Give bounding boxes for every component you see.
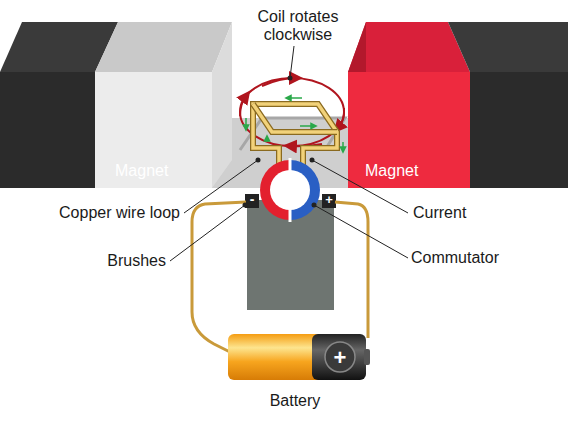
part-label: Commutator bbox=[411, 249, 531, 267]
leader-dot bbox=[243, 203, 248, 208]
part-label: Copper wire loop bbox=[20, 204, 180, 222]
rotation-arrow bbox=[338, 108, 344, 128]
leader-dot bbox=[310, 158, 315, 163]
left-magnet bbox=[0, 22, 232, 188]
part-label: Battery bbox=[240, 392, 350, 410]
polarity-sign: - bbox=[245, 190, 259, 208]
copper-wire-loop bbox=[253, 104, 337, 166]
commutator bbox=[260, 158, 320, 222]
rotation-arrow bbox=[240, 96, 246, 116]
wire bbox=[335, 202, 368, 338]
right-magnet bbox=[348, 22, 568, 188]
polarity-sign: + bbox=[325, 345, 355, 371]
leader-dot bbox=[288, 76, 293, 81]
part-label: Brushes bbox=[60, 252, 166, 270]
magnet-label: Magnet bbox=[115, 162, 168, 180]
leader-line bbox=[170, 46, 408, 261]
magnet-block: Magnet bbox=[348, 72, 470, 188]
current-arrow bbox=[246, 98, 343, 150]
part-label: Current bbox=[413, 204, 513, 222]
magnet-label: Magnet bbox=[365, 162, 418, 180]
rotation-label: Coil rotates clockwise bbox=[248, 8, 348, 44]
battery bbox=[228, 334, 370, 380]
polarity-sign: + bbox=[322, 191, 336, 208]
magnet-block: Magnet bbox=[95, 72, 212, 188]
support-stand bbox=[247, 200, 334, 310]
leader-dot bbox=[256, 158, 261, 163]
leader-dot bbox=[312, 203, 317, 208]
